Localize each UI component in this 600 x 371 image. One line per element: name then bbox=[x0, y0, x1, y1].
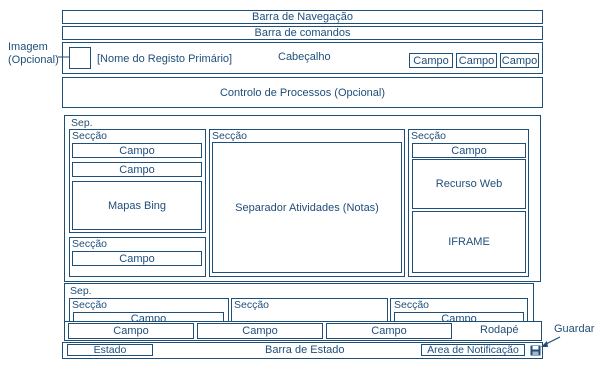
section-left-top-label: Secção bbox=[72, 130, 108, 142]
process-control-label: Controlo de Processos (Opcional) bbox=[219, 86, 386, 99]
tab-2-section-2-label: Secção bbox=[234, 299, 270, 311]
tab-2-section-3-label: Secção bbox=[394, 299, 430, 311]
section-left-top-field-2-label: Campo bbox=[119, 163, 155, 176]
bing-maps-label: Mapas Bing bbox=[107, 199, 167, 212]
footer-field-1-label: Campo bbox=[113, 325, 149, 337]
section-left-top-field-1: Campo bbox=[72, 143, 202, 158]
footer-field-2: Campo bbox=[197, 323, 323, 339]
header-field-2-label: Campo bbox=[458, 54, 495, 67]
section-left-bottom-label: Secção bbox=[72, 238, 108, 250]
bing-maps: Mapas Bing bbox=[72, 181, 202, 230]
iframe-label: IFRAME bbox=[448, 236, 490, 248]
notification-area-label: Área de Notificação bbox=[427, 344, 519, 356]
navigation-bar-label: Barra de Navegação bbox=[252, 11, 353, 23]
status-state-label: Estado bbox=[93, 344, 127, 356]
header-field-2: Campo bbox=[456, 53, 497, 68]
header-title: Cabeçalho bbox=[278, 51, 331, 63]
footer-field-1: Campo bbox=[68, 323, 194, 339]
header-field-1: Campo bbox=[409, 53, 453, 68]
tab-2-section-3-field-label: Campo bbox=[441, 313, 477, 325]
process-control: Controlo de Processos (Opcional) bbox=[62, 77, 543, 108]
tab-2-section-1-field-label: Campo bbox=[130, 313, 167, 325]
save-callout-label: Guardar bbox=[554, 323, 595, 335]
command-bar-label: Barra de comandos bbox=[254, 27, 351, 39]
tab-2-section-1-label: Secção bbox=[72, 299, 108, 311]
navigation-bar: Barra de Navegação bbox=[62, 10, 543, 24]
footer-field-3: Campo bbox=[326, 323, 452, 339]
status-state-field: Estado bbox=[67, 344, 153, 356]
section-middle-label: Secção bbox=[212, 130, 248, 142]
activities-tab: Separador Atividades (Notas) bbox=[212, 142, 402, 273]
iframe: IFRAME bbox=[412, 211, 526, 273]
tab-2-section-2 bbox=[231, 298, 388, 323]
footer-field-2-label: Campo bbox=[242, 325, 278, 337]
section-right-field-label: Campo bbox=[451, 144, 487, 157]
web-resource: Recurso Web bbox=[412, 159, 526, 209]
section-right-label: Secção bbox=[411, 130, 447, 142]
save-icon[interactable] bbox=[530, 345, 541, 356]
section-right-field: Campo bbox=[412, 143, 526, 158]
tab-2-label: Sep. bbox=[70, 285, 92, 297]
section-left-bottom-field: Campo bbox=[72, 251, 202, 266]
header-field-1-label: Campo bbox=[413, 54, 449, 67]
tab-1-label: Sep. bbox=[71, 117, 93, 129]
image-placeholder bbox=[69, 47, 91, 69]
command-bar: Barra de comandos bbox=[62, 26, 543, 40]
web-resource-label: Recurso Web bbox=[435, 178, 503, 190]
header-field-3-label: Campo bbox=[501, 54, 538, 67]
footer-field-3-label: Campo bbox=[371, 325, 407, 337]
image-callout-label: Imagem (Opcional) bbox=[8, 41, 59, 67]
image-callout-line1: Imagem bbox=[8, 41, 48, 53]
section-left-top-field-1-label: Campo bbox=[119, 144, 155, 157]
header-field-3: Campo bbox=[500, 53, 539, 68]
record-name: [Nome do Registo Primário] bbox=[97, 53, 233, 65]
footer-label: Rodapé bbox=[480, 324, 519, 336]
activities-tab-label: Separador Atividades (Notas) bbox=[235, 201, 379, 214]
image-callout-line2: (Opcional) bbox=[8, 54, 59, 66]
notification-area: Área de Notificação bbox=[421, 344, 525, 356]
section-left-bottom-field-label: Campo bbox=[119, 252, 155, 265]
status-bar-title: Barra de Estado bbox=[265, 344, 345, 356]
section-left-top-field-2: Campo bbox=[72, 162, 202, 177]
